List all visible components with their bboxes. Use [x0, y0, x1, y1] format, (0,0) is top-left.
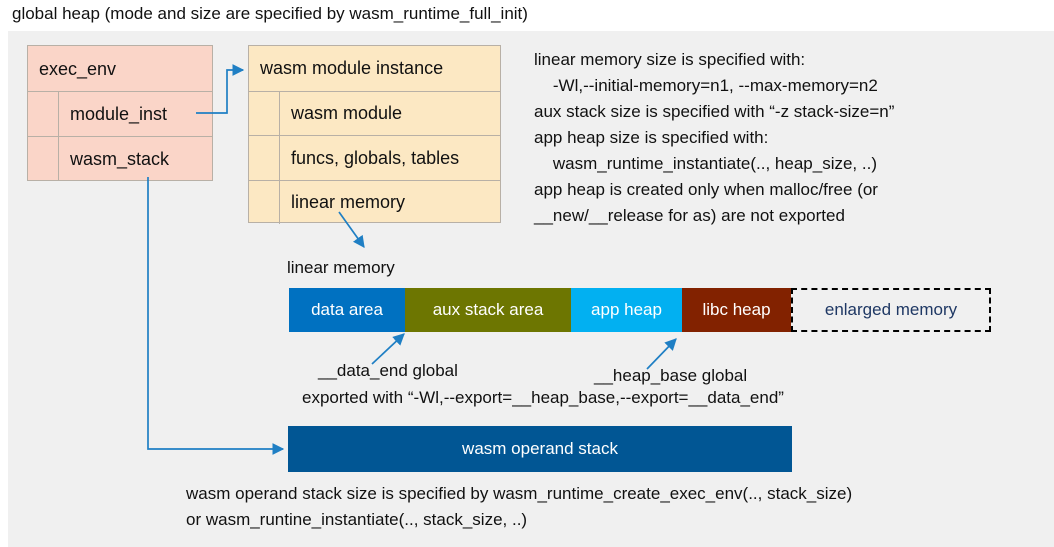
arrow-linear-memory	[338, 211, 365, 248]
memory-segment-app-heap: app heap	[571, 288, 682, 332]
row-gutter	[28, 137, 59, 181]
wasm-operand-stack-bar: wasm operand stack	[288, 426, 792, 472]
linear-memory-bar: data area aux stack area app heap libc h…	[289, 288, 991, 332]
exec-env-field-label: wasm_stack	[70, 149, 170, 169]
annotation-exported-with: exported with “-Wl,--export=__heap_base,…	[302, 388, 784, 407]
memory-segment-aux-stack-area: aux stack area	[405, 288, 571, 332]
exec-env-field-module-inst: module_inst	[28, 91, 212, 136]
exec-env-header-row: exec_env	[28, 46, 212, 91]
row-gutter	[249, 136, 280, 180]
annotation-heap-base: __heap_base global	[594, 366, 748, 385]
module-instance-header-row: wasm module instance	[249, 46, 500, 91]
memory-segment-libc-heap: libc heap	[682, 288, 791, 332]
row-gutter	[249, 180, 280, 224]
linear-memory-notes: linear memory size is specified with: -W…	[534, 50, 895, 225]
annotation-data-end: __data_end global	[318, 361, 458, 380]
module-instance-field-label: wasm module	[291, 103, 403, 124]
module-instance-field-funcs-globals-tables: funcs, globals, tables	[249, 135, 500, 180]
row-gutter	[249, 91, 280, 135]
arrow-wasm-stack-to-operand-stack	[147, 177, 285, 455]
memory-segment-enlarged-memory: enlarged memory	[791, 288, 991, 332]
row-gutter	[28, 92, 59, 136]
memory-segment-data-area: data area	[289, 288, 405, 332]
operand-stack-notes: wasm operand stack size is specified by …	[186, 484, 853, 529]
module-instance-title: wasm module instance	[260, 58, 444, 79]
exec-env-title: exec_env	[39, 58, 117, 79]
module-instance-field-linear-memory: linear memory	[249, 179, 500, 224]
module-instance-field-label: funcs, globals, tables	[291, 147, 460, 168]
module-instance-field-label: linear memory	[291, 192, 406, 213]
module-instance-field-wasm-module: wasm module	[249, 90, 500, 135]
exec-env-field-label: module_inst	[70, 104, 168, 124]
wasm-module-instance-box: wasm module instance wasm module funcs, …	[248, 45, 501, 224]
exec-env-box: exec_env module_inst wasm_stack	[27, 45, 213, 181]
page-title: global heap (mode and size are specified…	[12, 4, 528, 23]
arrow-data-end	[371, 333, 405, 365]
arrow-module-inst-to-instance	[196, 64, 245, 114]
linear-memory-label: linear memory	[287, 258, 395, 277]
arrow-heap-base	[646, 338, 677, 370]
exec-env-field-wasm-stack: wasm_stack	[28, 136, 212, 181]
